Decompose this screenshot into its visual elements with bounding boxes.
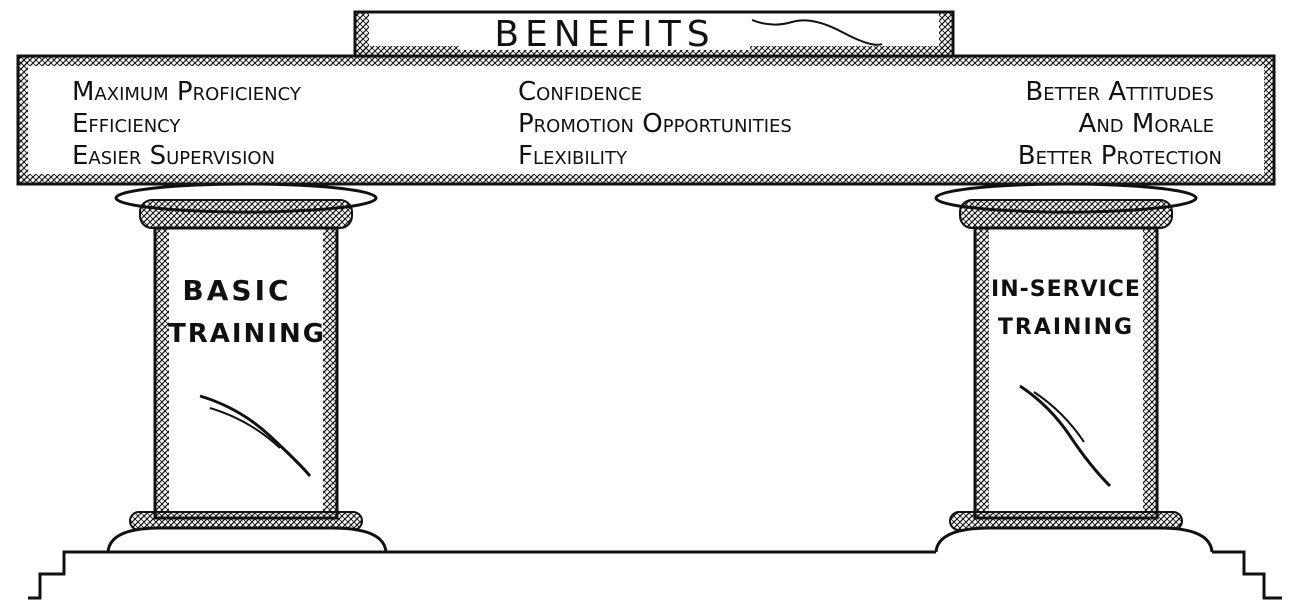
base-steps — [28, 550, 1282, 600]
pillar-right-label-line1: IN-SERVICE — [991, 277, 1141, 302]
benefit-maximum-proficiency: Maximum Proficiency — [72, 77, 302, 107]
benefit-flexibility: Flexibility — [518, 141, 628, 171]
benefits-title: BENEFITS — [494, 14, 715, 55]
benefits-beam: Maximum Proficiency Efficiency Easier Su… — [16, 54, 1276, 186]
benefits-sign: BENEFITS — [353, 10, 955, 58]
pillar-left-label-line2: TRAINING — [168, 319, 326, 349]
pillar-right: IN-SERVICE TRAINING — [934, 182, 1214, 553]
benefit-better-attitudes: Better Attitudes — [1025, 77, 1214, 107]
benefit-efficiency: Efficiency — [72, 109, 181, 139]
pillar-left: BASIC TRAINING — [106, 182, 388, 553]
benefit-easier-supervision: Easier Supervision — [72, 141, 275, 171]
benefit-and-morale: And Morale — [1079, 109, 1214, 139]
pillar-left-label-line1: BASIC — [182, 274, 291, 307]
pillar-right-label-line2: TRAINING — [998, 315, 1134, 340]
benefit-better-protection: Better Protection — [1018, 141, 1222, 171]
benefit-promotion-opportunities: Promotion Opportunities — [518, 109, 792, 139]
benefit-confidence: Confidence — [518, 77, 642, 107]
